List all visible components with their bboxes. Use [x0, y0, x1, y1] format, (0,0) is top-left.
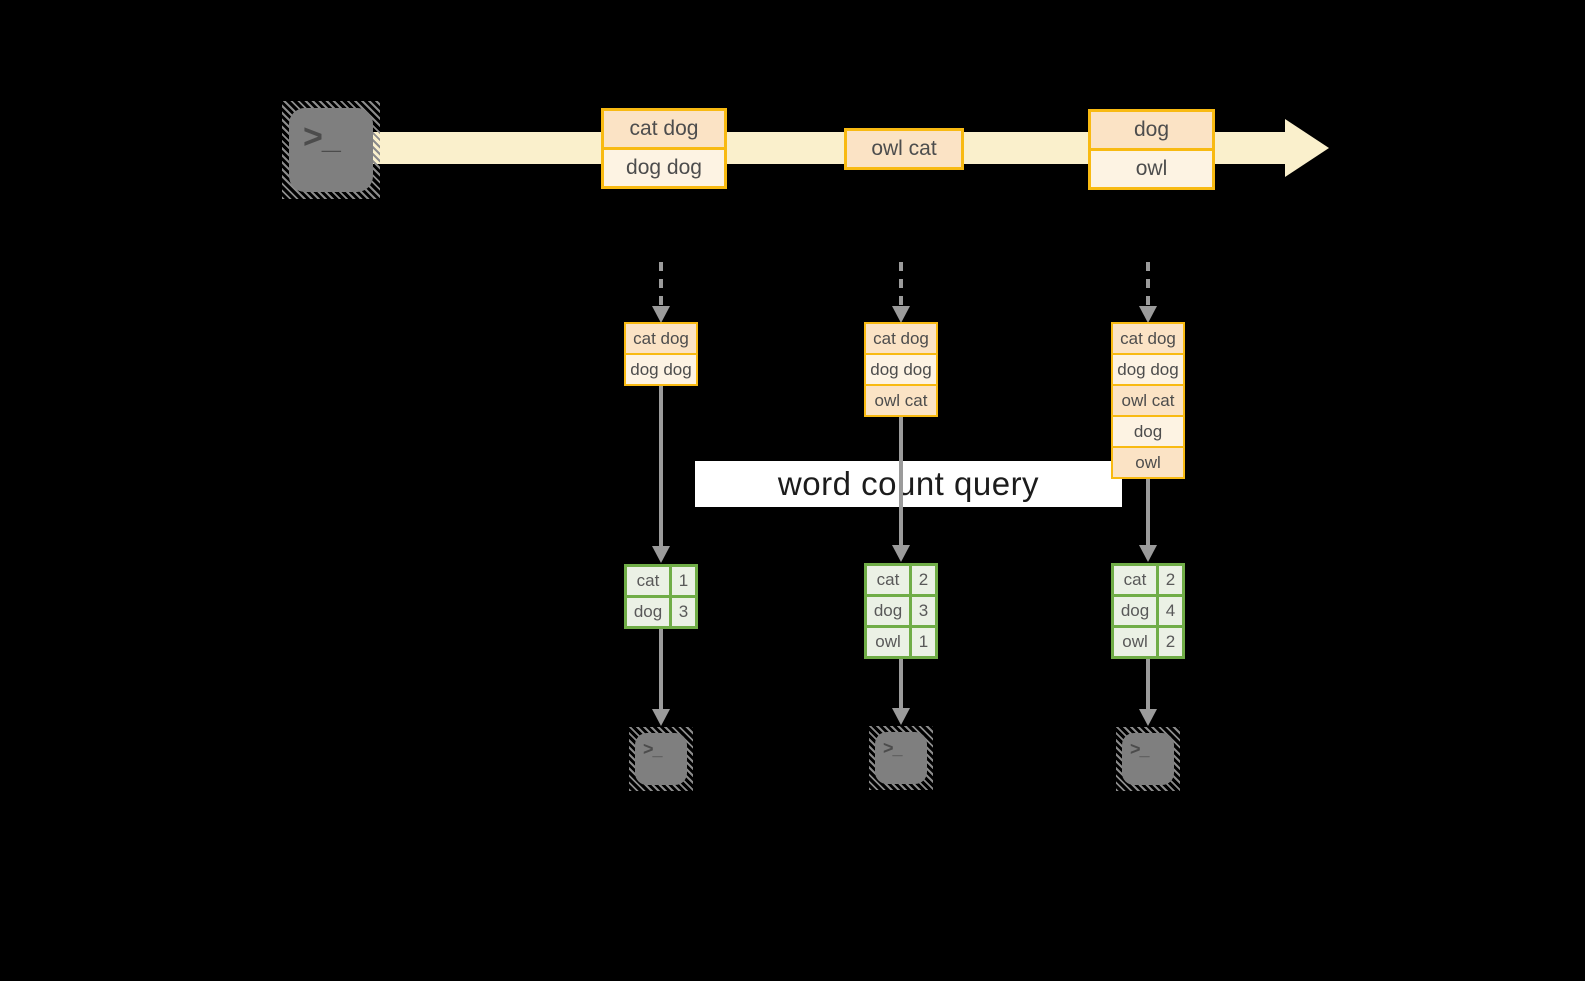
buffer-stack-3: cat dog dog dog owl cat dog owl [1111, 322, 1185, 479]
sink-terminal-icon: >_ [1116, 727, 1180, 791]
count-value-cell: 2 [1159, 566, 1182, 594]
buffer-row: cat dog [866, 324, 936, 353]
buffer-row: owl cat [1113, 384, 1183, 415]
terminal-screen: >_ [1122, 733, 1174, 785]
dashed-arrowhead-icon [892, 306, 910, 323]
count-word-cell: owl [1114, 628, 1156, 656]
dashed-down-arrow [659, 262, 663, 306]
count-value-cell: 3 [912, 597, 935, 625]
buffer-row: dog [1113, 415, 1183, 446]
query-label-text: word count query [777, 465, 1040, 502]
count-value-cell: 1 [672, 567, 695, 595]
buffer-row: cat dog [626, 324, 696, 353]
arrowhead-icon [652, 709, 670, 726]
count-table-2: cat 2 dog 3 owl 1 [864, 563, 938, 659]
terminal-prompt-icon: >_ [643, 739, 663, 759]
event-record: dog [1091, 112, 1212, 148]
buffer-row: cat dog [1113, 324, 1183, 353]
count-value-cell: 4 [1159, 597, 1182, 625]
buffer-stack-1: cat dog dog dog [624, 322, 698, 386]
arrowhead-icon [652, 546, 670, 563]
dashed-down-arrow [899, 262, 903, 306]
count-table-1: cat 1 dog 3 [624, 564, 698, 629]
stream-event-3: dog owl [1088, 109, 1215, 190]
count-word-cell: dog [627, 598, 669, 626]
event-record: cat dog [604, 111, 724, 147]
down-arrow [1146, 659, 1150, 709]
query-label: word count query [695, 461, 1122, 507]
sink-terminal-icon: >_ [629, 727, 693, 791]
down-arrow [659, 386, 663, 546]
buffer-stack-2: cat dog dog dog owl cat [864, 322, 938, 417]
terminal-screen: >_ [875, 732, 927, 784]
buffer-row: owl cat [866, 384, 936, 415]
terminal-prompt-icon: >_ [303, 118, 341, 156]
count-value-cell: 1 [912, 628, 935, 656]
down-arrow [659, 629, 663, 709]
event-record: dog dog [604, 147, 724, 186]
sink-terminal-icon: >_ [869, 726, 933, 790]
dashed-arrowhead-icon [652, 306, 670, 323]
dashed-down-arrow [1146, 262, 1150, 306]
stream-event-1: cat dog dog dog [601, 108, 727, 189]
count-word-cell: cat [1114, 566, 1156, 594]
buffer-row: dog dog [866, 353, 936, 384]
event-record: owl [1091, 148, 1212, 187]
buffer-row: dog dog [1113, 353, 1183, 384]
down-arrow [899, 417, 903, 545]
count-value-cell: 3 [672, 598, 695, 626]
stream-event-2: owl cat [844, 128, 964, 170]
count-word-cell: dog [867, 597, 909, 625]
count-word-cell: cat [627, 567, 669, 595]
count-table-3: cat 2 dog 4 owl 2 [1111, 563, 1185, 659]
stream-arrowhead-icon [1285, 119, 1329, 177]
count-value-cell: 2 [912, 566, 935, 594]
arrowhead-icon [1139, 709, 1157, 726]
arrowhead-icon [892, 545, 910, 562]
count-word-cell: owl [867, 628, 909, 656]
terminal-prompt-icon: >_ [883, 738, 903, 758]
buffer-row: dog dog [626, 353, 696, 384]
terminal-screen: >_ [635, 733, 687, 785]
terminal-prompt-icon: >_ [1130, 739, 1150, 759]
count-word-cell: cat [867, 566, 909, 594]
source-terminal-icon: >_ [282, 101, 380, 199]
event-record: owl cat [847, 131, 961, 167]
count-word-cell: dog [1114, 597, 1156, 625]
down-arrow [899, 659, 903, 708]
dashed-arrowhead-icon [1139, 306, 1157, 323]
arrowhead-icon [892, 708, 910, 725]
down-arrow [1146, 479, 1150, 545]
arrowhead-icon [1139, 545, 1157, 562]
buffer-row: owl [1113, 446, 1183, 477]
count-value-cell: 2 [1159, 628, 1182, 656]
terminal-screen: >_ [289, 108, 373, 192]
